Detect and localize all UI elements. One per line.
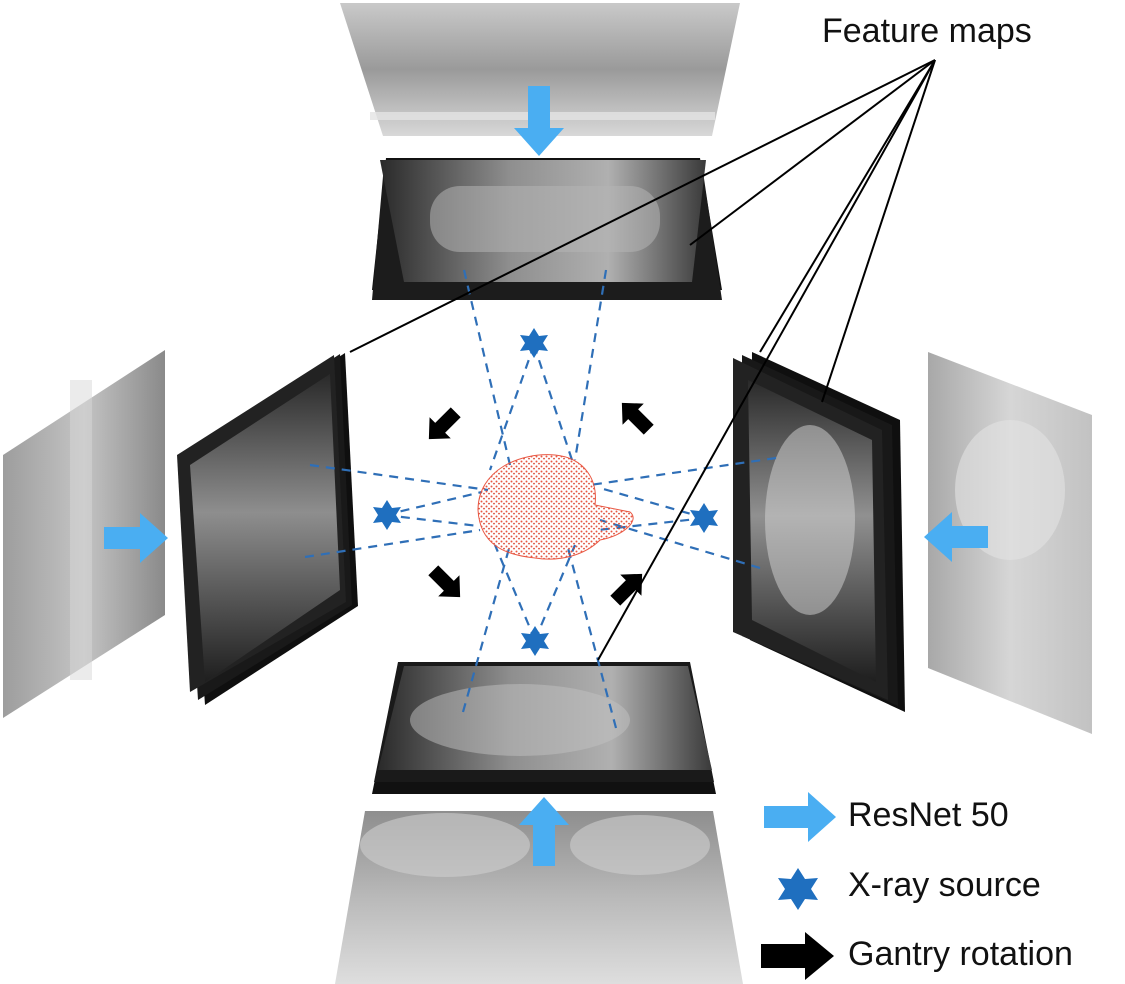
gantry-arrow-bottom-left [428,565,461,598]
xray-image-left [3,350,165,718]
xray-image-bottom [335,811,743,984]
xray-source-top [520,328,548,358]
xray-image-right [928,352,1092,734]
legend-resnet-icon [764,792,836,842]
legend-xray-source-label: X-ray source [848,866,1041,904]
resnet-arrow-bottom [519,797,569,866]
legend-xray-source-icon [778,868,818,910]
liver-point-cloud [477,454,634,560]
feature-maps-label: Feature maps [822,12,1032,50]
xray-source-right [690,503,718,533]
legend-gantry-icon [761,932,834,980]
xray-source-bottom [521,626,549,656]
gantry-arrow-top-right [621,402,654,435]
projection-lines [304,269,777,729]
feature-map-callout-lines [349,59,936,661]
resnet-arrow-right [924,512,988,562]
gantry-arrow-top-left [428,407,461,440]
feature-map-stack-right [733,352,905,712]
feature-map-stack-bottom [372,662,716,794]
resnet-arrow-top [514,86,564,156]
legend-resnet-label: ResNet 50 [848,796,1009,834]
xray-source-left [373,500,401,530]
feature-map-stack-left [177,353,358,705]
resnet-arrow-left [104,513,168,563]
legend-gantry-rotation-label: Gantry rotation [848,935,1073,973]
feature-map-stack-top [372,158,722,300]
gantry-arrow-bottom-right [610,573,643,606]
